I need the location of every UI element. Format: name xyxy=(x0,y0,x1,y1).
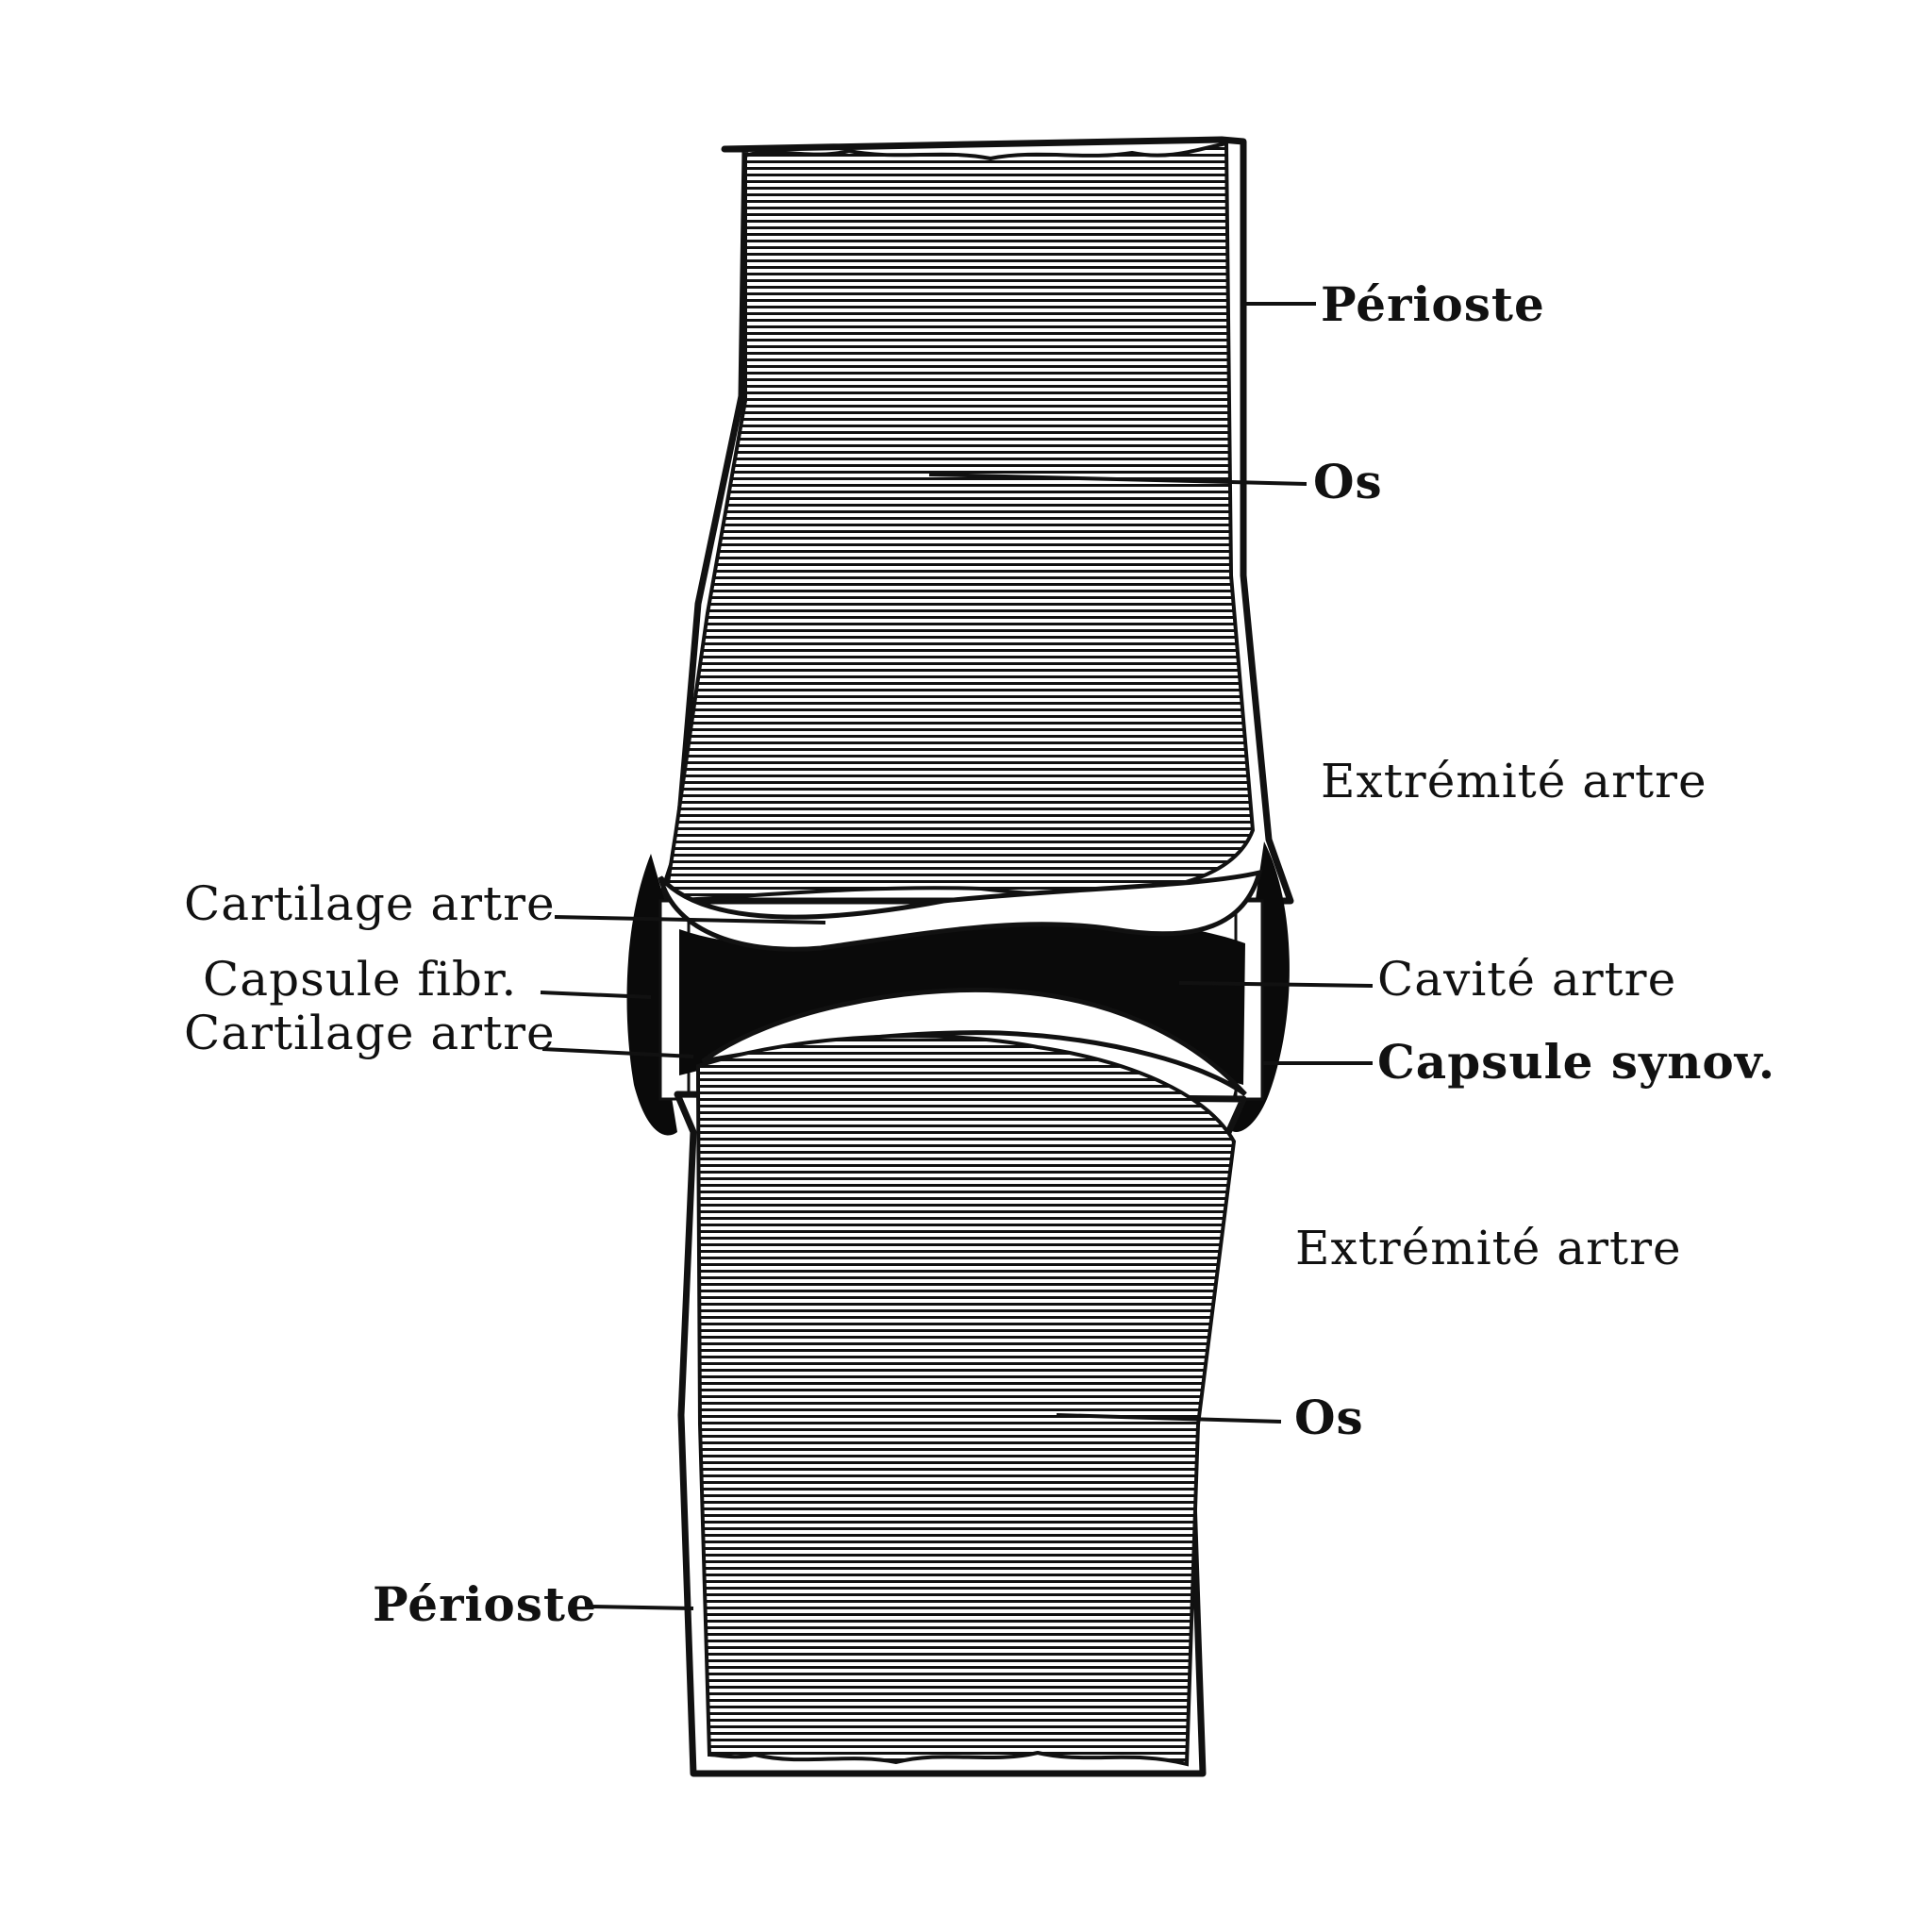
label-extremite-bottom: Extrémité artre xyxy=(1295,1221,1682,1275)
label-cartilage-left-top: Cartilage artre xyxy=(184,876,556,931)
leader-os-bottom xyxy=(1056,1413,1282,1424)
leader-perioste-bottom xyxy=(590,1605,694,1610)
label-perioste-bottom: Périoste xyxy=(373,1576,597,1632)
label-cavite: Cavité artre xyxy=(1377,952,1676,1007)
label-os-bottom: Os xyxy=(1294,1390,1364,1445)
leader-os-top xyxy=(928,473,1307,486)
upper-bone-os xyxy=(662,141,1256,904)
label-capsule-synov: Capsule synov. xyxy=(1377,1034,1775,1090)
label-extremite-top: Extrémité artre xyxy=(1321,754,1707,808)
cartilage-articulaire-haut xyxy=(658,869,1263,952)
leader-capsule-fibr xyxy=(540,991,652,999)
label-perioste-top: Périoste xyxy=(1321,276,1545,332)
leader-cavite xyxy=(1178,981,1374,988)
leader-cartilage-left-top xyxy=(554,915,826,924)
label-capsule-fibr: Capsule fibr. xyxy=(203,952,517,1007)
label-cartilage-left-bottom: Cartilage artre xyxy=(184,1006,556,1060)
lower-bone-os xyxy=(696,1034,1237,1767)
leader-cartilage-left-bottom xyxy=(541,1047,694,1058)
label-os-top: Os xyxy=(1313,454,1383,509)
